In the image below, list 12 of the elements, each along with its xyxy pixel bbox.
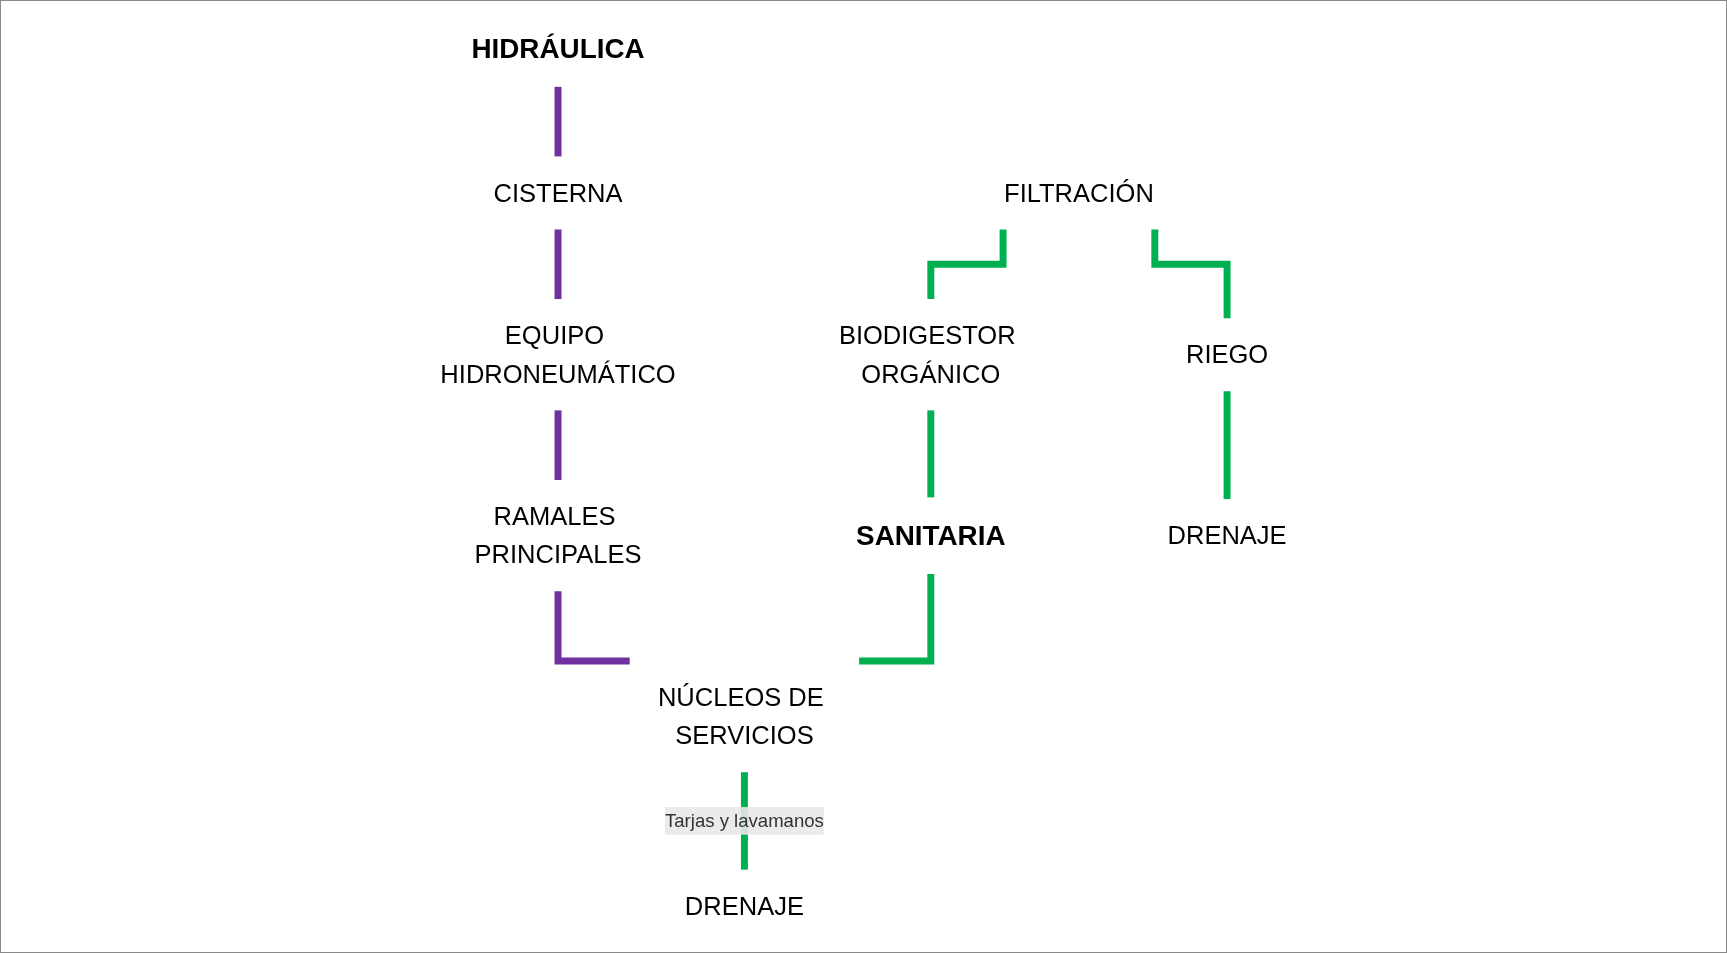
node-text: DRENAJE — [684, 891, 804, 921]
node-text: FILTRACIÓN — [1004, 178, 1154, 208]
node-text: RIEGO — [1185, 340, 1269, 370]
node-text: EQUIPO HIDRONEUMÁTICO — [440, 321, 676, 389]
node-text: HIDRÁULICA — [471, 32, 645, 64]
node-text: SANITARIA — [856, 519, 1006, 551]
node-text: NÚCLEOS DE SERVICIOS — [657, 682, 824, 751]
node-text: DRENAJE — [1167, 521, 1287, 551]
node-text: CISTERNA — [493, 178, 623, 208]
node-text: RAMALES PRINCIPALES — [474, 502, 642, 570]
node-text: BIODIGESTOR ORGÁNICO — [838, 321, 1016, 389]
edge-label: Tarjas y lavamanos — [665, 810, 824, 831]
